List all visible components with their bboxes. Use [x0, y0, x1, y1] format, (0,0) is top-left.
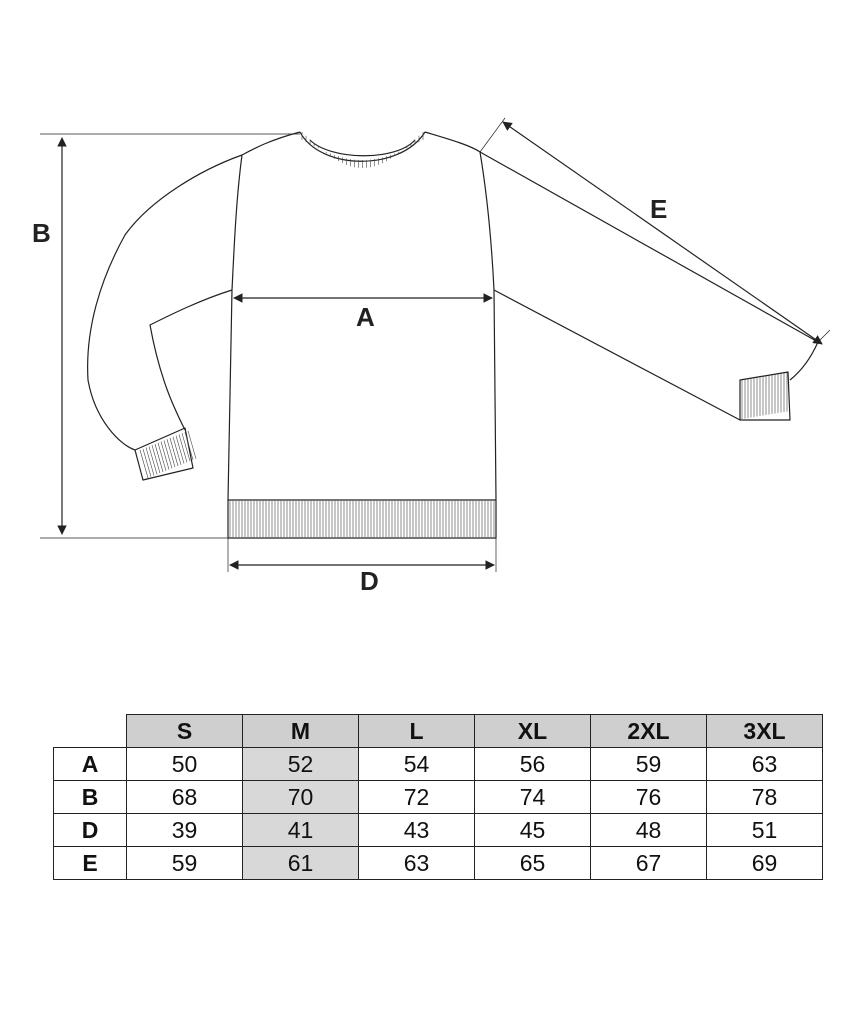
dimension-lines [40, 117, 831, 572]
rib-line [175, 435, 185, 464]
rib-line [154, 443, 164, 473]
rib-line [142, 448, 152, 477]
table-cell: 76 [590, 780, 707, 814]
table-cell: 50 [126, 747, 243, 781]
ribbing [139, 132, 788, 537]
rib-line [187, 430, 197, 459]
table-row: E 59 61 63 65 67 69 [53, 846, 823, 880]
label-d: D [360, 566, 379, 596]
table-cell: 72 [358, 780, 475, 814]
table-cell: 74 [474, 780, 591, 814]
row-label: E [53, 846, 127, 880]
rib-line [139, 449, 149, 479]
table-row: A 50 52 54 56 59 63 [53, 747, 823, 781]
rib-line [184, 431, 194, 461]
size-table: S M L XL 2XL 3XL A 50 52 54 56 59 63 B 6… [53, 714, 823, 880]
size-header: 3XL [706, 714, 823, 748]
row-label: B [53, 780, 127, 814]
table-cell: 56 [474, 747, 591, 781]
rib-line [157, 442, 167, 471]
label-b: B [32, 218, 51, 248]
table-cell: 59 [126, 846, 243, 880]
rib-line [166, 439, 176, 468]
table-cell: 41 [242, 813, 359, 847]
table-row: B 68 70 72 74 76 78 [53, 780, 823, 814]
row-label: D [53, 813, 127, 847]
row-label: A [53, 747, 127, 781]
sweater-outline [87, 131, 819, 539]
table-cell: 78 [706, 780, 823, 814]
rib-line [181, 433, 191, 462]
table-cell: 65 [474, 846, 591, 880]
rib-line [178, 434, 188, 463]
table-cell: 45 [474, 813, 591, 847]
table-cell: 52 [242, 747, 359, 781]
rib-line [145, 447, 155, 476]
table-cell: 39 [126, 813, 243, 847]
table-row: D 39 41 43 45 48 51 [53, 813, 823, 847]
table-cell: 68 [126, 780, 243, 814]
label-a: A [356, 302, 375, 332]
size-header: M [242, 714, 359, 748]
rib-line [163, 440, 173, 469]
table-cell: 51 [706, 813, 823, 847]
label-e: E [650, 194, 667, 224]
size-header: L [358, 714, 475, 748]
table-cell: 63 [706, 747, 823, 781]
table-cell: 54 [358, 747, 475, 781]
dimension-e-arrow [502, 121, 823, 345]
size-header: S [126, 714, 243, 748]
table-cell: 48 [590, 813, 707, 847]
rib-line [148, 446, 158, 475]
table-cell: 63 [358, 846, 475, 880]
rib-line [160, 441, 170, 470]
rib-line [151, 445, 161, 474]
size-header-row: S M L XL 2XL 3XL [53, 714, 823, 748]
table-cell: 59 [590, 747, 707, 781]
table-cell: 61 [242, 846, 359, 880]
sweater-diagram: B A D E [32, 117, 831, 596]
table-cell: 67 [590, 846, 707, 880]
rib-line [172, 436, 182, 465]
size-header: XL [474, 714, 591, 748]
table-cell: 69 [706, 846, 823, 880]
size-header: 2XL [590, 714, 707, 748]
rib-line [169, 437, 179, 467]
table-corner [53, 714, 127, 748]
table-cell: 43 [358, 813, 475, 847]
table-cell: 70 [242, 780, 359, 814]
